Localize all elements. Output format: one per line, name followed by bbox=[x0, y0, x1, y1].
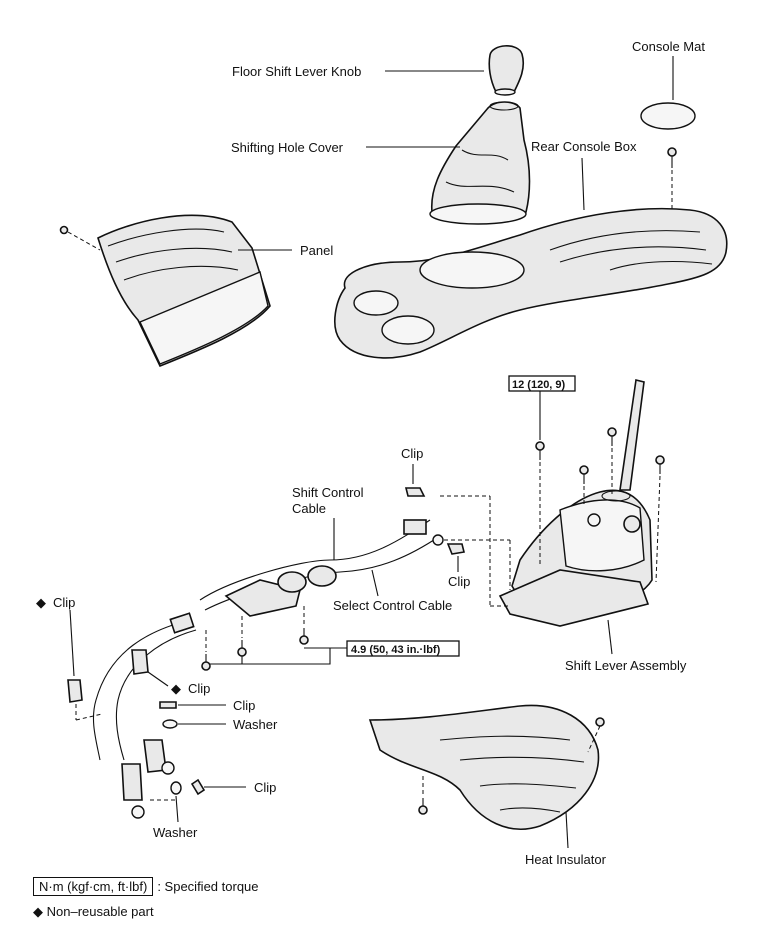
bracket-bolt-1 bbox=[201, 630, 211, 671]
clip-b-label: Clip bbox=[254, 780, 276, 795]
legend-nonreusable-text: Non–reusable part bbox=[46, 904, 154, 919]
legend-torque: N·m (kgf·cm, ft·lbf): Specified torque bbox=[33, 877, 259, 896]
torque-shift-lever-value: 12 (120, 9) bbox=[512, 379, 566, 391]
console-mat-label: Console Mat bbox=[632, 39, 705, 54]
panel-label: Panel bbox=[300, 243, 333, 258]
panel bbox=[97, 214, 271, 368]
washer-b-part bbox=[150, 781, 182, 801]
washer-a-label: Washer bbox=[233, 717, 278, 732]
shift-cable-label-2: Cable bbox=[292, 501, 326, 516]
bracket-bolt-2 bbox=[237, 616, 247, 657]
shifting-hole-cover bbox=[429, 101, 531, 225]
clip-left2-leader bbox=[147, 671, 169, 687]
clip-mid-label: Clip bbox=[448, 574, 470, 589]
clip-a-label: Clip bbox=[233, 698, 255, 713]
legend-diamond-icon: ◆ bbox=[33, 904, 43, 919]
washer-b-label: Washer bbox=[153, 825, 198, 840]
legend-nonreusable: ◆ Non–reusable part bbox=[33, 904, 154, 920]
heat-insulator-label: Heat Insulator bbox=[525, 852, 607, 867]
clip-left2-label: Clip bbox=[188, 681, 210, 696]
washer-a-part bbox=[162, 719, 178, 729]
heat-insulator bbox=[368, 704, 600, 830]
clip-left-part bbox=[67, 679, 103, 721]
control-cables bbox=[92, 495, 511, 819]
shift-lever-assembly bbox=[498, 379, 653, 627]
console-screw bbox=[667, 147, 677, 210]
insulator-bolt-left bbox=[418, 776, 428, 815]
shift-lever-label: Shift Lever Assembly bbox=[565, 658, 687, 673]
clip-a-part bbox=[159, 701, 177, 709]
torque-box-shift-lever bbox=[508, 375, 576, 392]
lever-bolt-2 bbox=[607, 427, 617, 496]
clip-top-part bbox=[404, 487, 426, 497]
lever-bolt-1 bbox=[535, 441, 545, 566]
rear-console-box bbox=[334, 207, 728, 359]
shift-lever-leader bbox=[607, 619, 613, 655]
clip-left2-diamond: ◆ bbox=[171, 681, 181, 696]
rear-console-label: Rear Console Box bbox=[531, 139, 637, 154]
clip-mid-part bbox=[446, 543, 465, 555]
torque-bracket-leader bbox=[210, 647, 347, 665]
clip-left-leader bbox=[69, 609, 75, 677]
console-mat bbox=[640, 102, 696, 130]
torque-bracket-value: 4.9 (50, 43 in.·lbf) bbox=[351, 644, 441, 656]
insulator-nut-right bbox=[587, 717, 605, 753]
shift-cable-label-1: Shift Control bbox=[292, 485, 364, 500]
select-cable-label: Select Control Cable bbox=[333, 598, 452, 613]
lever-bolt-4 bbox=[655, 455, 665, 583]
bracket-bolt-3 bbox=[299, 606, 309, 645]
heat-insulator-leader bbox=[565, 811, 569, 849]
lever-bolt-3 bbox=[579, 465, 589, 506]
hole-cover-label: Shifting Hole Cover bbox=[231, 140, 344, 155]
knob-label: Floor Shift Lever Knob bbox=[232, 64, 361, 79]
rear-console-leader bbox=[581, 157, 585, 211]
clip-b-part bbox=[190, 778, 206, 796]
floor-shift-lever-knob bbox=[488, 45, 525, 96]
select-cable-leader bbox=[371, 569, 379, 597]
clip-top-label: Clip bbox=[401, 446, 423, 461]
legend-torque-text: : Specified torque bbox=[157, 879, 259, 894]
clip-left-diamond: ◆ bbox=[36, 595, 46, 610]
clip-left2-part bbox=[131, 649, 149, 675]
legend-torque-box: N·m (kgf·cm, ft·lbf) bbox=[33, 877, 154, 896]
washer-b-leader bbox=[175, 795, 179, 823]
panel-screw bbox=[59, 225, 101, 251]
clip-left-label: Clip bbox=[53, 595, 75, 610]
